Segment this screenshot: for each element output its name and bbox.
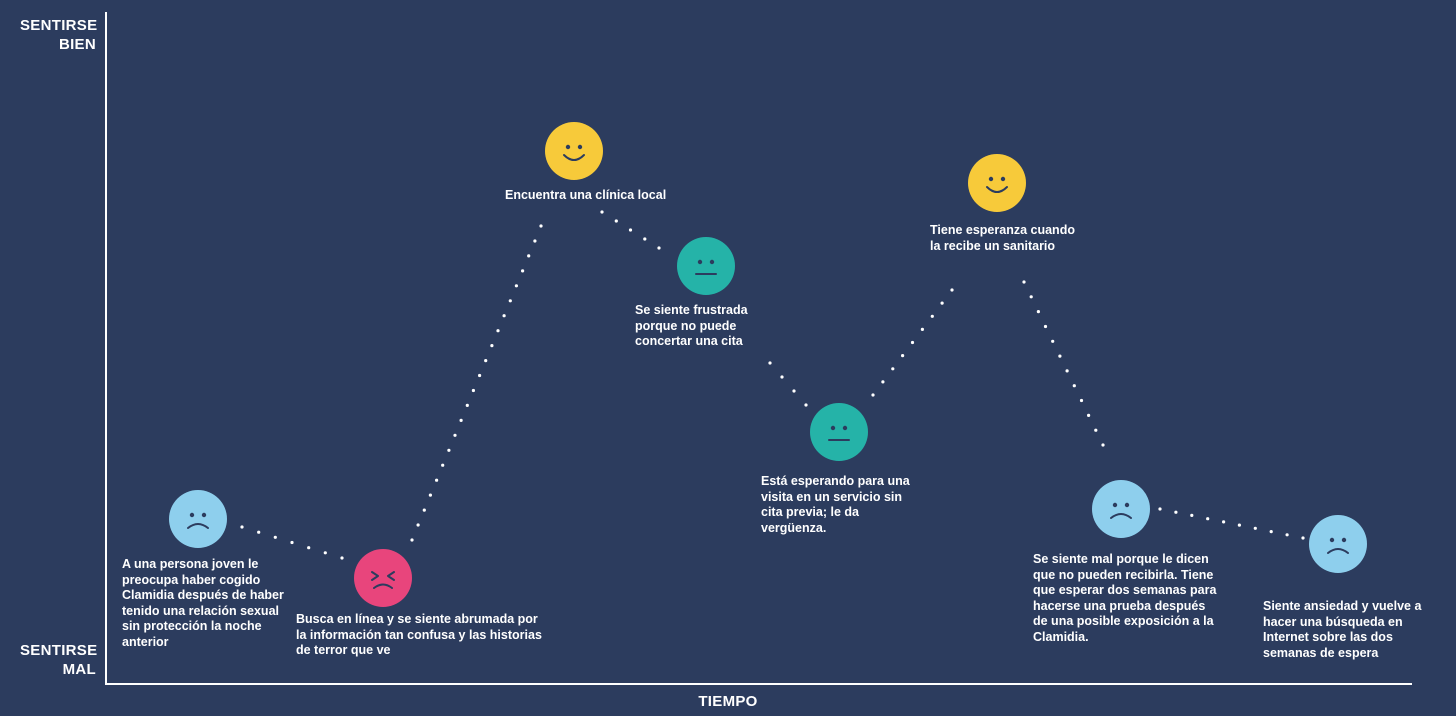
path-dot (1253, 526, 1257, 530)
path-dot (273, 535, 277, 539)
path-dot (881, 380, 885, 384)
path-dot (1101, 443, 1105, 447)
path-dot (508, 299, 512, 303)
path-dot (435, 478, 439, 482)
step-caption: Encuentra una clínica local (505, 188, 667, 202)
path-dot (910, 340, 915, 345)
path-dot (422, 508, 426, 512)
y-axis-top-label: SENTIRSE BIEN (20, 17, 98, 53)
path-dot (1269, 530, 1273, 534)
path-dot (340, 556, 344, 560)
step-caption: Tiene esperanza cuando la recibe un sani… (930, 223, 1075, 253)
step-caption: A una persona joven le preocupa haber co… (122, 557, 284, 649)
path-dot (1051, 339, 1055, 343)
path-dot (792, 389, 796, 393)
x-axis-label: TIEMPO (698, 693, 758, 710)
path-dot (502, 314, 506, 318)
path-dot (614, 219, 618, 223)
path-dot (539, 224, 543, 228)
path-dot (1206, 517, 1210, 521)
y-axis-line (105, 12, 107, 684)
path-dot (1301, 536, 1305, 540)
path-dot (490, 344, 494, 348)
path-dot (459, 418, 463, 422)
step-caption: Busca en línea y se siente abrumada por … (296, 612, 542, 657)
path-dot (428, 493, 432, 497)
path-dot (1022, 280, 1026, 284)
path-dot (1079, 398, 1084, 403)
path-dot (527, 254, 531, 258)
path-dot (257, 530, 261, 534)
path-dot (521, 269, 525, 273)
path-dot (441, 463, 445, 467)
path-dot (628, 228, 633, 232)
path-dot (1158, 507, 1162, 511)
path-dot (643, 237, 647, 241)
overwhelmed-face-icon (354, 549, 412, 607)
path-dot (496, 329, 500, 333)
path-dot (307, 546, 311, 550)
path-dot (768, 361, 772, 365)
path-dot (478, 373, 482, 378)
y-axis-bottom-label: SENTIRSE MAL (20, 642, 98, 678)
path-dot (871, 393, 875, 397)
step-caption: Se siente frustrada porque no puede conc… (635, 303, 748, 348)
happy-face-icon (545, 122, 603, 180)
path-dot (533, 239, 537, 243)
path-dot (323, 551, 327, 555)
path-dot (1043, 324, 1048, 329)
path-dot (1087, 413, 1091, 417)
path-dot (804, 403, 808, 407)
path-dot (1237, 523, 1241, 527)
path-dot (930, 314, 934, 318)
path-dot (465, 403, 469, 407)
sad-face-icon (169, 490, 227, 548)
path-dot (514, 284, 519, 288)
path-dot (290, 540, 294, 545)
sad-face-icon (1092, 480, 1150, 538)
path-dot (1174, 510, 1178, 514)
x-axis-line (105, 683, 1412, 685)
step-caption: Se siente mal porque le dicen que no pue… (1033, 552, 1217, 644)
neutral-face-icon (810, 403, 868, 461)
path-dot (950, 288, 954, 292)
path-dot (1222, 520, 1226, 524)
path-dot (1065, 369, 1069, 373)
step-caption: Siente ansiedad y vuelve a hacer una bús… (1263, 599, 1422, 660)
path-dot (940, 301, 944, 305)
happy-face-icon (968, 154, 1026, 212)
path-dot (780, 375, 784, 379)
path-dot (416, 523, 420, 527)
neutral-face-icon (677, 237, 735, 295)
path-dot (447, 448, 451, 452)
path-dot (920, 327, 925, 331)
path-dot (891, 367, 895, 371)
path-dot (410, 538, 414, 542)
path-dot (1029, 295, 1033, 299)
path-dot (1285, 533, 1289, 537)
path-dot (240, 525, 244, 529)
step-caption: Está esperando para una visita en un ser… (761, 474, 910, 535)
path-dot (901, 354, 905, 358)
path-dot (484, 359, 488, 363)
path-dot (1036, 310, 1040, 314)
path-dot (453, 433, 457, 437)
path-dot (471, 388, 475, 393)
path-dot (657, 246, 661, 250)
path-dot (600, 210, 604, 214)
path-dot (1072, 384, 1076, 388)
path-dot (1094, 428, 1098, 432)
path-dot (1058, 354, 1062, 358)
path-dot (1190, 513, 1194, 518)
sad-face-icon (1309, 515, 1367, 573)
